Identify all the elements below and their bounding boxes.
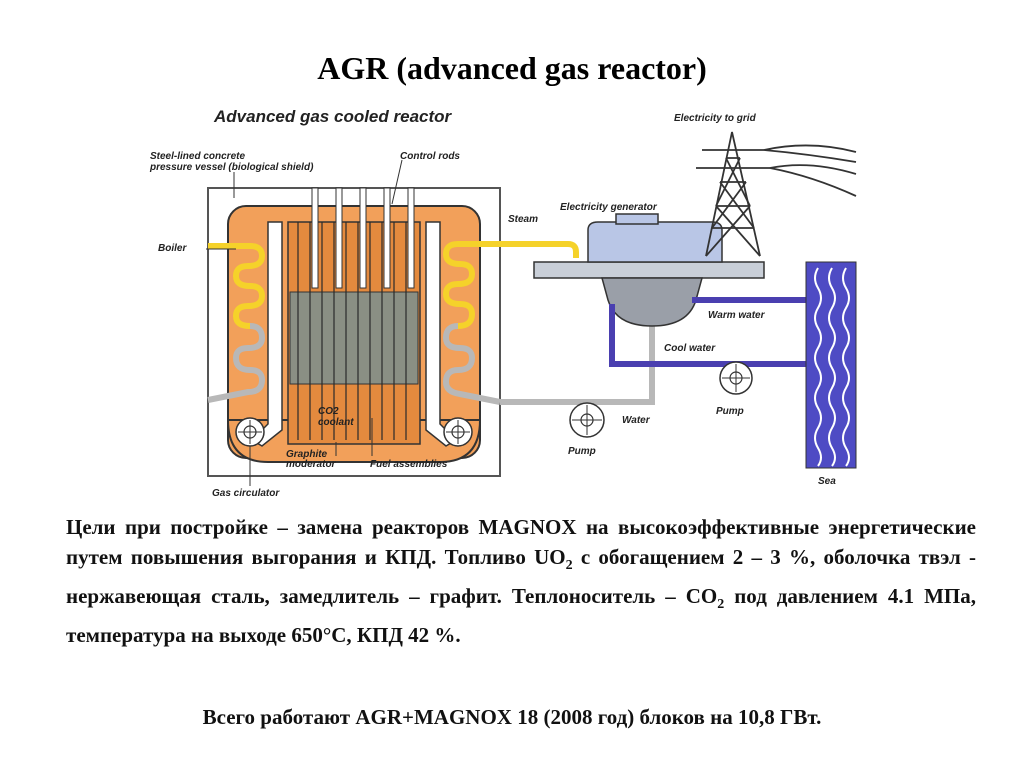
label-gas-circulator: Gas circulator bbox=[212, 488, 280, 499]
boiler-coil-right-lower bbox=[442, 323, 501, 405]
gas-circulator-right bbox=[443, 417, 473, 447]
description-paragraph: Цели при постройке – замена реакторов MA… bbox=[66, 512, 976, 650]
label-control-rods: Control rods bbox=[400, 151, 460, 162]
pump-cool-water bbox=[719, 361, 753, 395]
para-part-1: Цели при постройке – замена реакторов MA… bbox=[66, 515, 976, 569]
label-vessel-line1: Steel-lined concrete bbox=[150, 151, 245, 162]
diagram-title: Advanced gas cooled reactor bbox=[213, 107, 453, 126]
para-sub-1: 2 bbox=[565, 558, 573, 574]
label-electricity-to-grid: Electricity to grid bbox=[674, 113, 757, 124]
water-return-pipe bbox=[500, 320, 655, 405]
gas-circulator-left bbox=[235, 417, 265, 447]
sea-waves bbox=[814, 267, 850, 467]
turbine-base bbox=[533, 261, 765, 279]
para-part-2: с обогащением 2 – 3 %, оболочка твэл - н… bbox=[66, 545, 976, 609]
label-co2: CO2 bbox=[318, 406, 339, 417]
label-moderator: moderator bbox=[286, 459, 337, 470]
para-part-3: под давлением 4.1 МПа, температура на вы… bbox=[66, 584, 977, 648]
slide-title: AGR (advanced gas reactor) bbox=[317, 50, 707, 86]
pump-water bbox=[569, 402, 605, 438]
electricity-pylon bbox=[696, 131, 857, 257]
steam-pipe bbox=[500, 241, 579, 258]
label-steam: Steam bbox=[508, 214, 538, 225]
generator-top bbox=[615, 213, 659, 225]
electricity-generator bbox=[587, 221, 723, 263]
fuel-section bbox=[289, 291, 419, 385]
control-rods bbox=[311, 187, 415, 289]
label-cool-water: Cool water bbox=[664, 343, 716, 354]
leader-lines bbox=[206, 159, 403, 486]
fuel-assembly-bars bbox=[297, 222, 407, 440]
boiler-coil-right bbox=[442, 241, 500, 329]
label-boiler: Boiler bbox=[158, 243, 187, 254]
boiler-coil-left-lower bbox=[207, 323, 266, 403]
label-graphite: Graphite bbox=[286, 449, 328, 460]
label-water: Water bbox=[622, 415, 651, 426]
gas-channel-left bbox=[250, 221, 283, 447]
label-electricity-generator: Electricity generator bbox=[560, 202, 658, 213]
footer-summary: Всего работают AGR+MAGNOX 18 (2008 год) … bbox=[202, 705, 822, 729]
label-fuel-assemblies: Fuel assemblies bbox=[370, 459, 448, 470]
label-sea: Sea bbox=[818, 476, 836, 487]
boiler-coil-left bbox=[208, 243, 266, 329]
label-pump-right: Pump bbox=[716, 406, 744, 417]
agr-diagram: Advanced gas cooled reactor bbox=[149, 107, 857, 499]
label-coolant: coolant bbox=[318, 417, 354, 428]
condenser bbox=[601, 277, 703, 327]
label-vessel-line2: pressure vessel (biological shield) bbox=[149, 162, 314, 173]
label-warm-water: Warm water bbox=[708, 310, 766, 321]
label-pump-left: Pump bbox=[568, 446, 596, 457]
para-sub-2: 2 bbox=[717, 597, 725, 613]
